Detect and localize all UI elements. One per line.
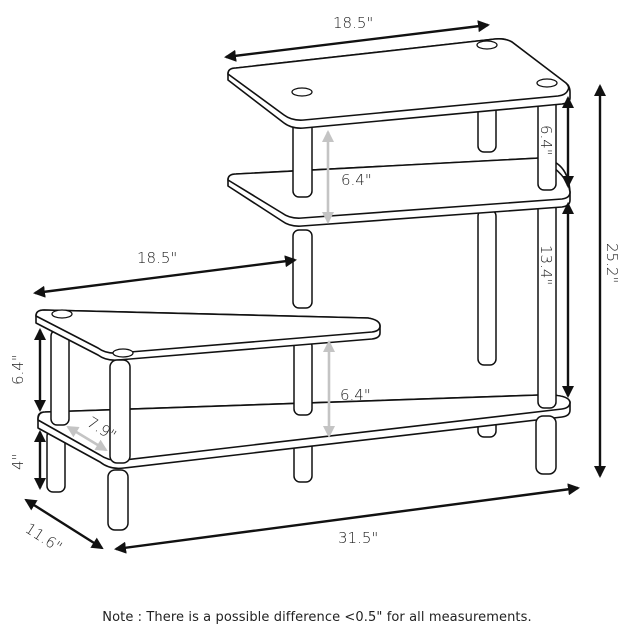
- total-depth-arrow: [24, 498, 104, 550]
- middle-shelf: [227, 157, 571, 227]
- total-depth-label: 11.6": [22, 519, 66, 556]
- lower-gap-inner-label: 6.4": [340, 386, 371, 404]
- top-gap-side-label: 6.4": [537, 125, 555, 156]
- upper-gap-inner-label: 6.4": [341, 171, 372, 189]
- middle-shelf-support-legs: [537, 199, 557, 409]
- lower-section-legs: [50, 329, 313, 426]
- lower-gap-left-label: 6.4": [9, 354, 27, 385]
- front-left-post: [109, 359, 131, 464]
- center-post: [292, 229, 313, 309]
- total-height-label: 25.2": [603, 243, 621, 283]
- lower-left-shelf: [35, 309, 381, 361]
- middle-to-bottom-label: 13.4": [537, 245, 555, 285]
- top-width-arrow: [224, 20, 490, 62]
- back-legs: [46, 99, 497, 493]
- total-width-label: 31.5": [338, 529, 378, 547]
- total-width-arrow: [114, 483, 580, 554]
- lower-width-label: 18.5": [137, 249, 177, 267]
- bottom-shelf: [37, 394, 571, 470]
- top-width-label: 18.5": [333, 14, 373, 32]
- leg-height-label: 4": [9, 454, 27, 470]
- top-shelf: [227, 38, 571, 129]
- inner-depth-arrow: [66, 425, 108, 452]
- measurement-note: Note : There is a possible difference <0…: [102, 610, 532, 625]
- lower-width-arrow: [33, 255, 297, 298]
